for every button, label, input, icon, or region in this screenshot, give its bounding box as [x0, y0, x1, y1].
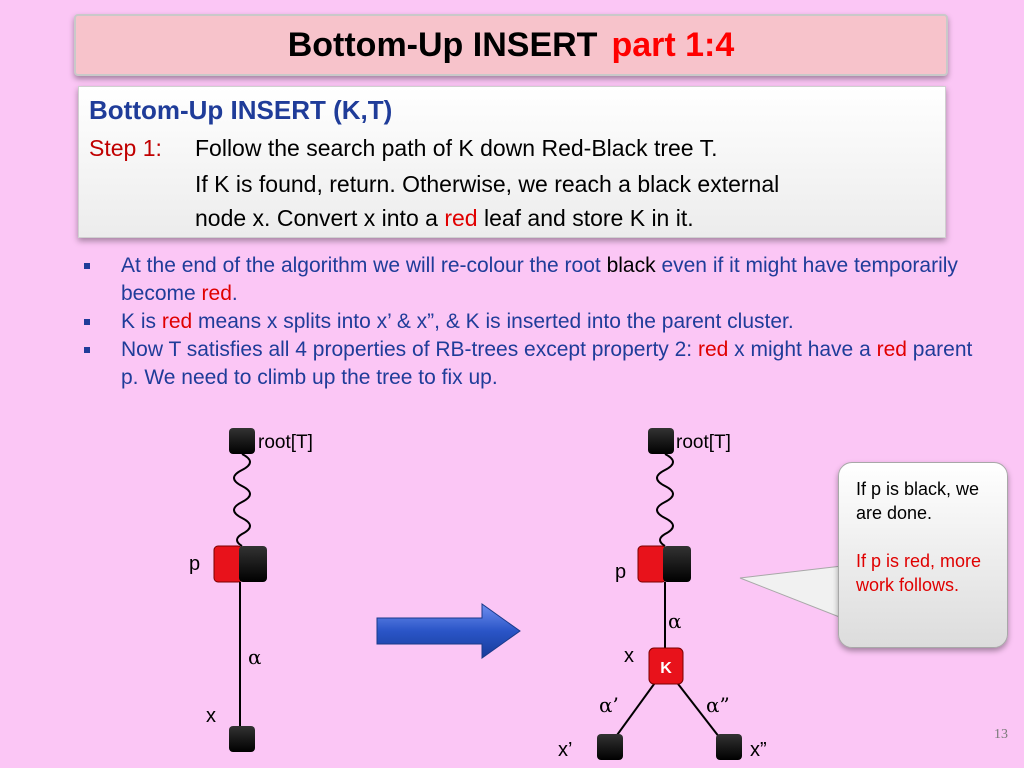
bullet-item: At the end of the algorithm we will re-c… [80, 252, 980, 308]
x-double-prime-node [716, 734, 742, 760]
bullet-red-word: red [876, 338, 907, 361]
bullet-red-word: red [161, 310, 193, 333]
alpha-label: α [668, 609, 682, 633]
transform-arrow [376, 603, 521, 659]
algorithm-box: Bottom-Up INSERT (K,T) Step 1: Follow th… [78, 86, 946, 238]
edge-line-left [611, 679, 658, 743]
step-label: Step 1: [89, 135, 162, 161]
bullet-text: parent p. We need to climb up the tree t… [121, 338, 973, 389]
edge-line-right [674, 679, 724, 743]
bullet-red-word: red [697, 338, 729, 361]
p-label: p [189, 553, 200, 575]
k-label: K [660, 660, 672, 677]
line3-red-word: red [444, 205, 478, 231]
k-node [648, 647, 684, 685]
algorithm-line-1: Follow the search path of K down Red-Bla… [195, 135, 718, 161]
title-main: Bottom-Up INSERT [287, 25, 598, 64]
bullet-text: Now T satisfies all 4 properties of RB-t… [121, 338, 698, 361]
line3-text-b: leaf and store K in it. [477, 205, 694, 231]
x-label: x [624, 645, 634, 667]
bullet-list: At the end of the algorithm we will re-c… [80, 252, 980, 392]
x-prime-label: x’ [558, 739, 572, 761]
bullet-text: even if it might have temporarily become [121, 254, 958, 305]
x-node [229, 726, 255, 752]
line2-text-a: If K is found, return. Otherwise, we rea… [195, 171, 638, 197]
p-node-black-part [663, 546, 691, 582]
right-tree: K root[T] p α x α’ α” x’ x” [558, 428, 767, 761]
line2-text-b: external [691, 171, 780, 197]
p-node-red-part [213, 545, 243, 583]
alpha-label: α [248, 645, 262, 669]
wavy-path [233, 453, 251, 547]
root-node [229, 428, 255, 454]
bullet-text: x might have a [728, 338, 877, 361]
p-node-black-part [239, 546, 267, 582]
bullet-text: At the end of the algorithm we will re-c… [121, 254, 607, 277]
bullet-text: . [231, 282, 238, 305]
slide-title: Bottom-Up INSERT part 1:4 [74, 14, 948, 76]
alpha-prime-label: α’ [599, 693, 619, 717]
bullet-item: K is red means x splits into x’ & x”, & … [80, 308, 980, 336]
x-label: x [206, 705, 216, 727]
page-number: 13 [994, 727, 1008, 742]
p-node-red-part [637, 545, 667, 583]
bullet-red-word: red [201, 282, 232, 305]
algorithm-heading: Bottom-Up INSERT (K,T) [89, 95, 393, 125]
wavy-path [656, 453, 674, 547]
alpha-double-prime-label: α” [706, 693, 730, 717]
p-label: p [615, 561, 626, 583]
bullet-item: Now T satisfies all 4 properties of RB-t… [80, 336, 980, 392]
line2-black-word: black [637, 171, 692, 197]
title-part: part 1:4 [611, 25, 735, 64]
algorithm-line-3: node x. Convert x into a red leaf and st… [195, 205, 694, 232]
algorithm-line-2: If K is found, return. Otherwise, we rea… [195, 171, 779, 198]
callout-pointer [739, 565, 843, 619]
bullet-black-word: black [606, 254, 656, 277]
root-label: root[T] [676, 432, 731, 453]
x-prime-node [597, 734, 623, 760]
root-node [648, 428, 674, 454]
left-tree: root[T] p α x [189, 428, 313, 752]
callout-black-text: If p is black, we are done. [856, 479, 980, 523]
bullet-text: K is [121, 310, 162, 333]
x-double-prime-label: x” [750, 739, 767, 761]
bullet-text: means x splits into x’ & x”, & K is inse… [192, 310, 794, 333]
root-label: root[T] [258, 432, 313, 453]
line3-text-a: node x. Convert x into a [195, 205, 445, 231]
callout-box: If p is black, we are done. If p is red,… [838, 462, 1008, 648]
callout-red-text: If p is red, more work follows. [856, 551, 982, 595]
